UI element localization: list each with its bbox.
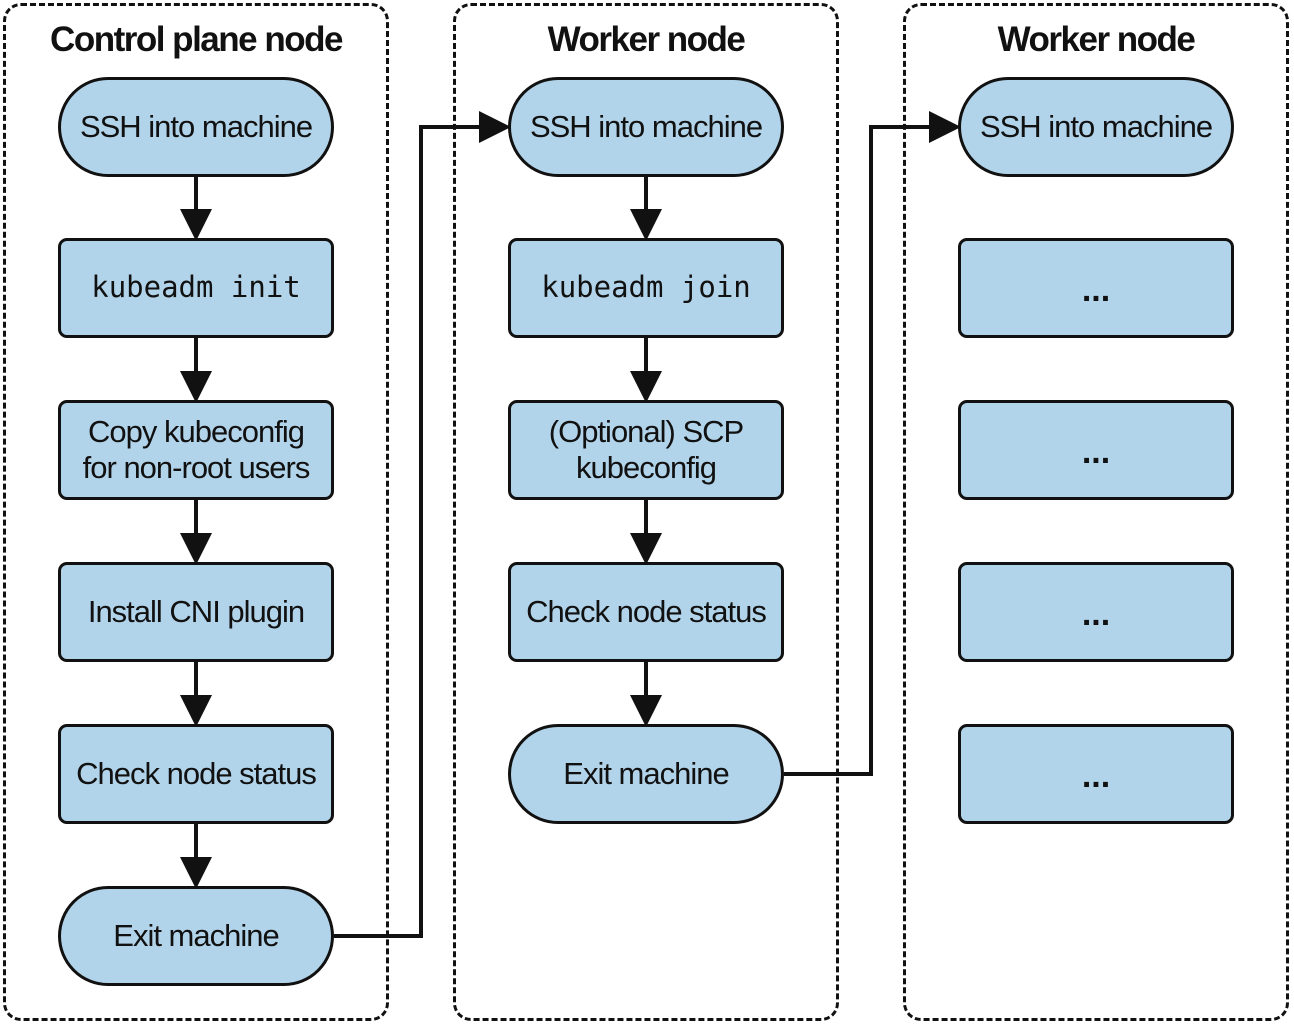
- process-node-copy-kubeconfig-for-non-root-users-1-3: Copy kubeconfig for non-root users: [58, 400, 334, 500]
- process-node-kubeadm-init-1-2: kubeadm init: [58, 238, 334, 338]
- process-node-step-3-5: ...: [958, 724, 1234, 824]
- process-node-step-3-3: ...: [958, 400, 1234, 500]
- process-node-optional-scp-kubeconfig-2-3: (Optional) SCP kubeconfig: [508, 400, 784, 500]
- swimlane-title: Worker node: [997, 20, 1196, 59]
- swimlane-title: Control plane node: [50, 20, 343, 59]
- terminal-node-exit-machine-1-6: Exit machine: [58, 886, 334, 986]
- process-node-install-cni-plugin-1-4: Install CNI plugin: [58, 562, 334, 662]
- swimlane-title: Worker node: [547, 20, 746, 59]
- terminal-node-ssh-into-machine-1-1: SSH into machine: [58, 77, 334, 177]
- process-node-step-3-2: ...: [958, 238, 1234, 338]
- process-node-check-node-status-2-4: Check node status: [508, 562, 784, 662]
- terminal-node-ssh-into-machine-2-1: SSH into machine: [508, 77, 784, 177]
- process-node-check-node-status-1-5: Check node status: [58, 724, 334, 824]
- terminal-node-exit-machine-2-5: Exit machine: [508, 724, 784, 824]
- terminal-node-ssh-into-machine-3-1: SSH into machine: [958, 77, 1234, 177]
- process-node-step-3-4: ...: [958, 562, 1234, 662]
- process-node-kubeadm-join-2-2: kubeadm join: [508, 238, 784, 338]
